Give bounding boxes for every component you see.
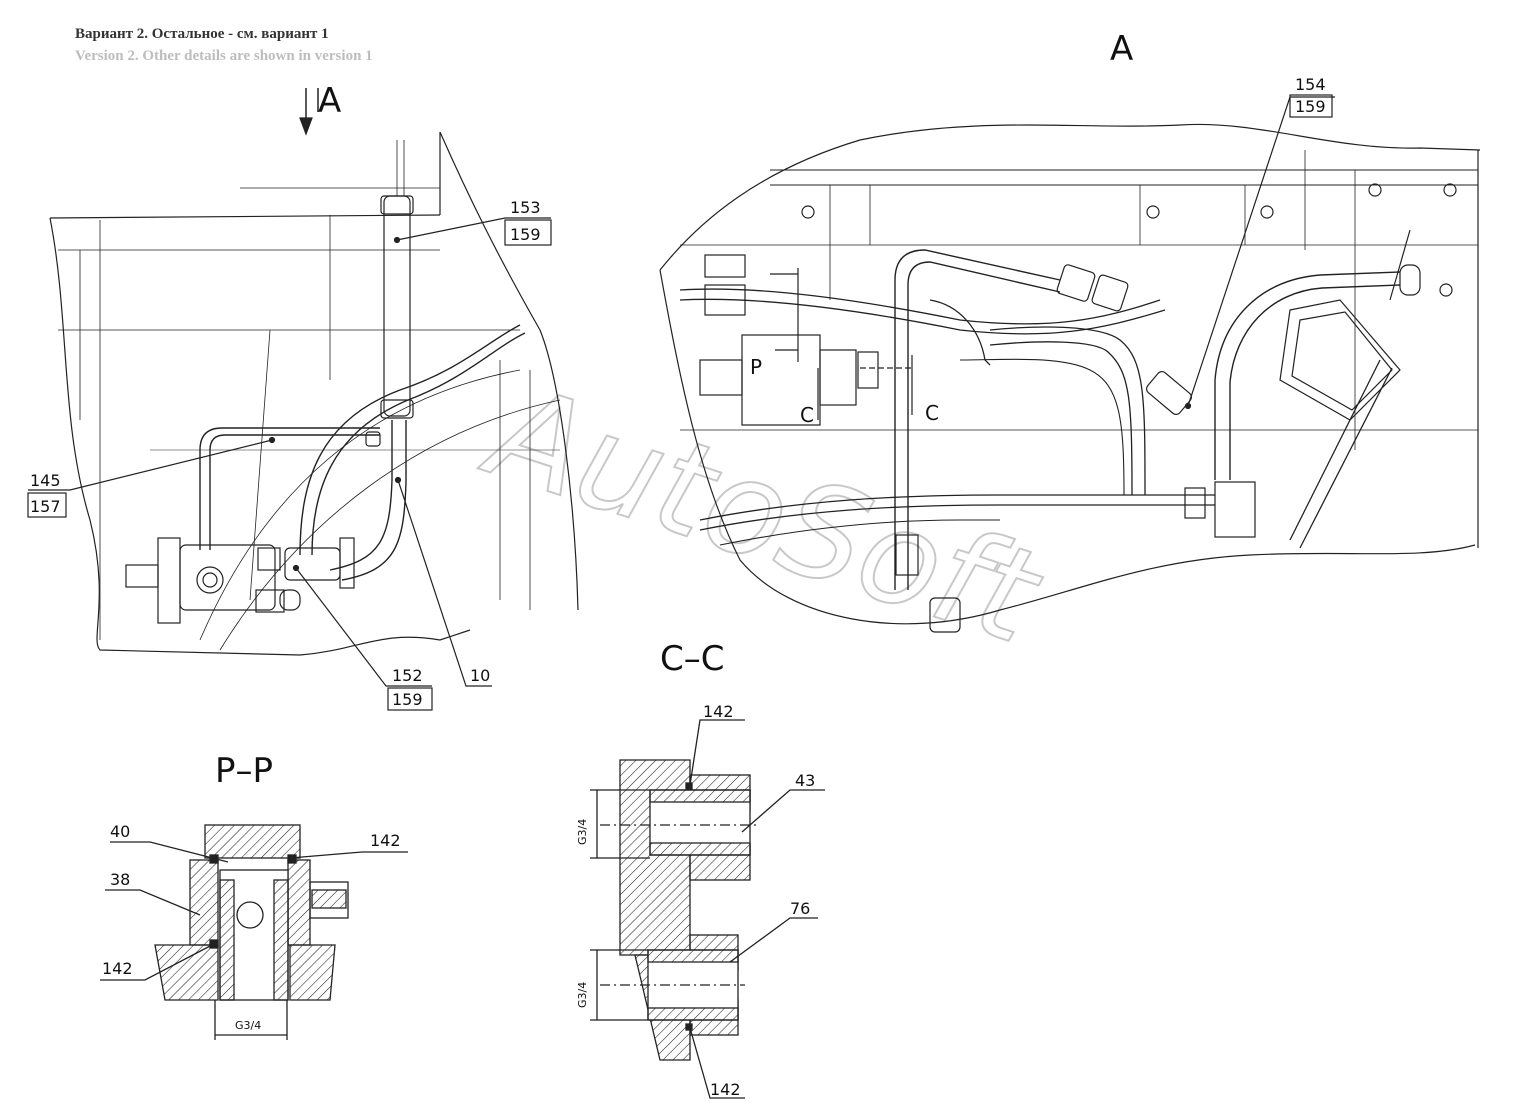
cc-dimension-bottom: G3/4 — [576, 982, 589, 1008]
callout-159-bottom: 159 — [392, 690, 423, 709]
section-cc — [590, 719, 825, 1099]
callout-159-view-a: 159 — [1295, 97, 1326, 116]
pp-callout-142-top: 142 — [370, 831, 401, 850]
section-cc-title: C–C — [660, 639, 724, 679]
cc-callout-142-bottom: 142 — [710, 1080, 741, 1099]
watermark: AutoSoft — [468, 353, 1059, 674]
pp-callout-38: 38 — [110, 870, 130, 889]
cc-callout-43: 43 — [795, 771, 815, 790]
header-title-en: Version 2. Other details are shown in ve… — [75, 48, 373, 64]
view-a — [659, 94, 1481, 633]
section-mark-c-right: C — [925, 401, 939, 425]
section-pp — [100, 824, 408, 1040]
callout-153: 153 — [510, 198, 541, 217]
pp-callout-40: 40 — [110, 822, 130, 841]
cc-dimension-top: G3/4 — [576, 819, 589, 845]
callout-10: 10 — [470, 666, 490, 685]
view-a-arrow-letter: A — [318, 81, 341, 121]
callout-154: 154 — [1295, 75, 1326, 94]
pp-callout-142-bottom: 142 — [102, 959, 133, 978]
section-pp-title: P–P — [215, 751, 273, 791]
cc-callout-142-top: 142 — [703, 702, 734, 721]
left-view — [27, 88, 579, 711]
view-a-title: A — [1110, 29, 1133, 69]
callout-152: 152 — [392, 666, 423, 685]
callout-159-top: 159 — [510, 225, 541, 244]
section-mark-p: P — [750, 355, 762, 379]
pp-dimension-g34: G3/4 — [235, 1019, 261, 1032]
section-mark-c-left: C — [800, 403, 814, 427]
callout-157: 157 — [30, 497, 61, 516]
header-title-ru: Вариант 2. Остальное - см. вариант 1 — [75, 26, 329, 42]
callout-145: 145 — [30, 471, 61, 490]
cc-callout-76: 76 — [790, 899, 810, 918]
